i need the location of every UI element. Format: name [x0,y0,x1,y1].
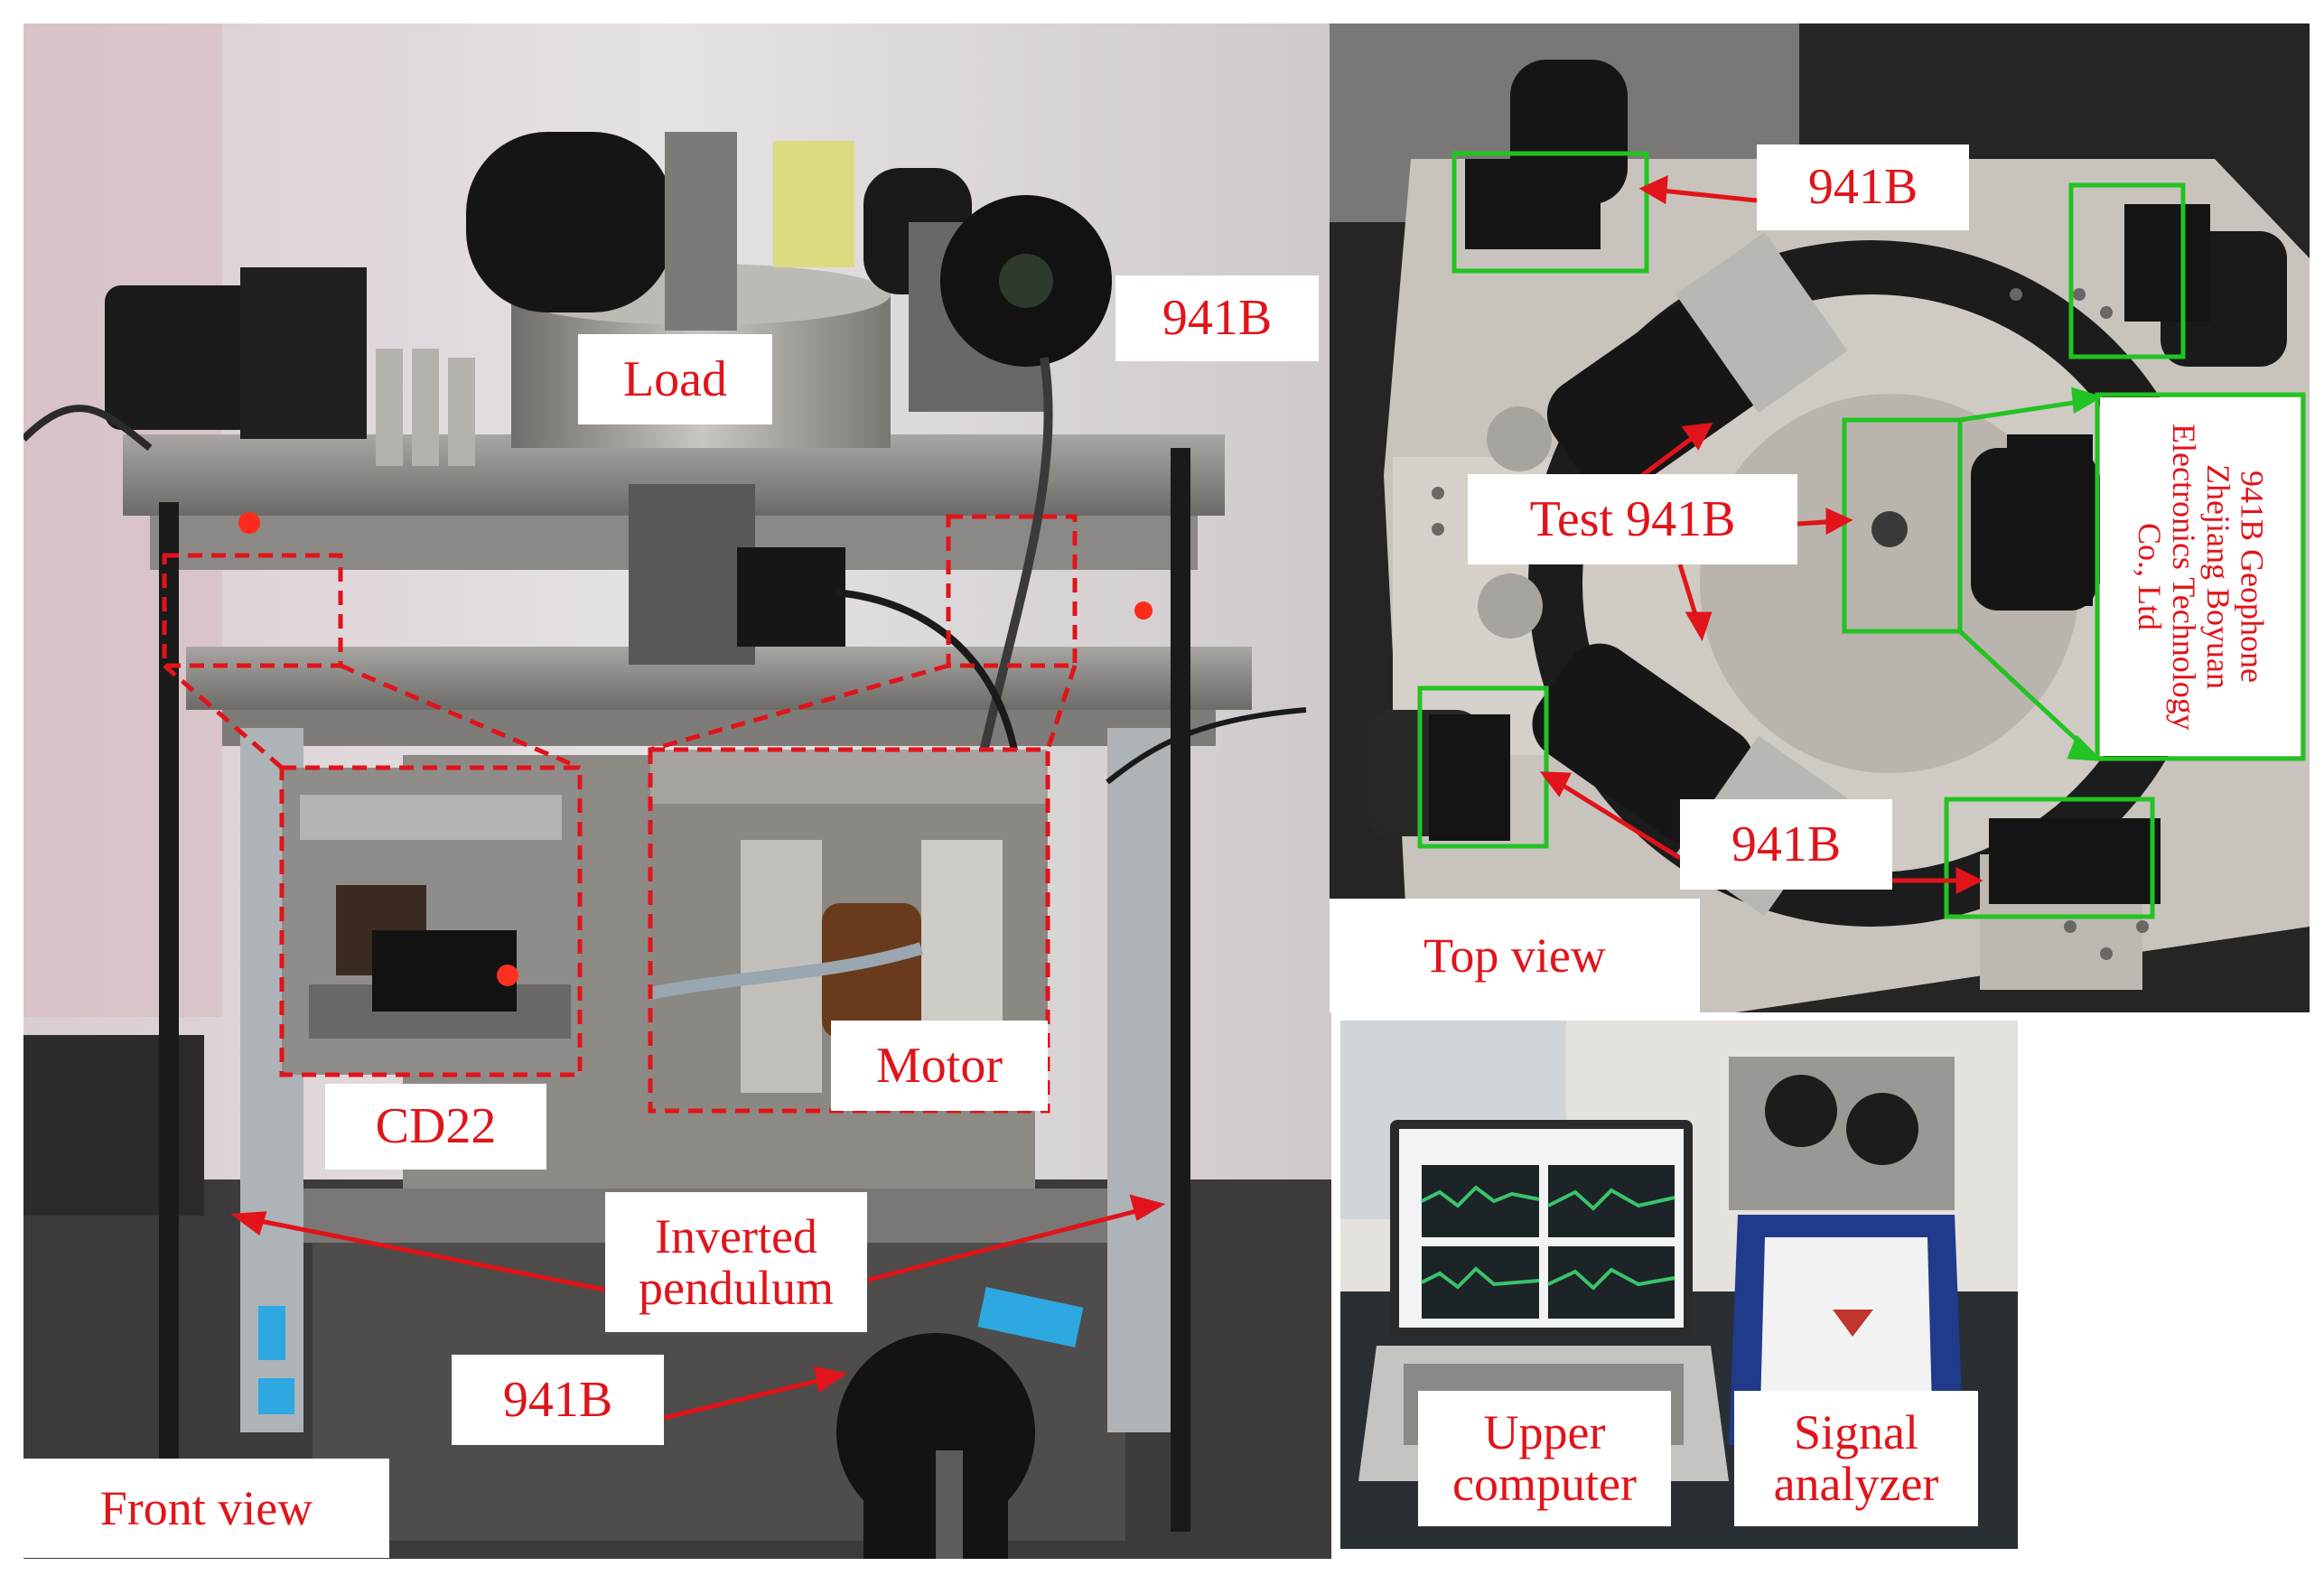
motor-dashed-box [946,514,1078,668]
cd22-inset-dashed-box [279,765,583,1077]
label-load: Load [578,334,772,424]
test-arrow-upper-head [1681,422,1713,451]
sensor-bottom-arrowhead [813,1366,848,1394]
pendulum-arrow-left [241,1215,615,1294]
caption-front-view: Front view [23,1459,389,1558]
cd22-zoom-line-right [340,663,581,770]
manufacturer-line-bottom [1958,629,2093,755]
motor-inset-dashed-box [648,747,1050,1114]
pendulum-arrowhead-left [230,1211,267,1236]
sensor-bottom-right-green-box [1944,797,2155,919]
manufacturer-line-top [1959,397,2092,423]
sensor-left-arrowhead [1539,771,1572,797]
sensor-top-arrow [1652,187,1758,203]
label-941b-front-bottom: 941B [452,1355,664,1445]
test-arrow-right-head [1825,508,1853,536]
sensor-top-arrowhead [1638,174,1668,205]
cd22-dashed-box [162,553,343,668]
pendulum-arrow-right [857,1206,1148,1285]
manufacturer-arrowhead-bottom [2067,734,2104,761]
label-inverted-pendulum: Inverted pendulum [605,1192,867,1332]
test-arrow-lower-head [1685,611,1713,642]
sensor-left-green-box [1417,685,1549,849]
label-signal-analyzer: Signal analyzer [1734,1391,1978,1526]
caption-top-view: Top view [1330,899,1700,1012]
test-sensor-green-box [1842,417,1963,634]
sensor-top-green-box [1451,151,1649,274]
sensor-bottom-arrow [663,1375,830,1421]
label-941b-front-top: 941B [1115,275,1319,361]
label-cd22: CD22 [325,1084,546,1170]
label-941b-top-bottom: 941B [1680,799,1892,890]
label-manufacturer: 941B Geophone Zhejiang Boyuan Electronic… [2100,397,2301,756]
sensor-left-arrow [1550,776,1682,861]
pendulum-arrowhead-right [1129,1194,1166,1221]
manufacturer-green-box [2095,392,2306,761]
label-upper-computer: Upper computer [1418,1391,1671,1526]
label-test-941b: Test 941B [1468,474,1797,564]
motor-zoom-line-left [649,663,949,752]
manufacturer-arrowhead-top [2071,387,2104,415]
label-motor: Motor [831,1021,1048,1111]
cd22-inset-photo [282,768,580,1075]
label-941b-top: 941B [1757,145,1969,230]
sensor-right-green-box [2068,182,2186,359]
sensor-bottom-right-arrowhead [1955,866,1983,895]
cd22-inset-scene [282,768,580,1075]
motor-zoom-line-right [1045,665,1078,751]
cd22-zoom-line-left [163,664,284,769]
